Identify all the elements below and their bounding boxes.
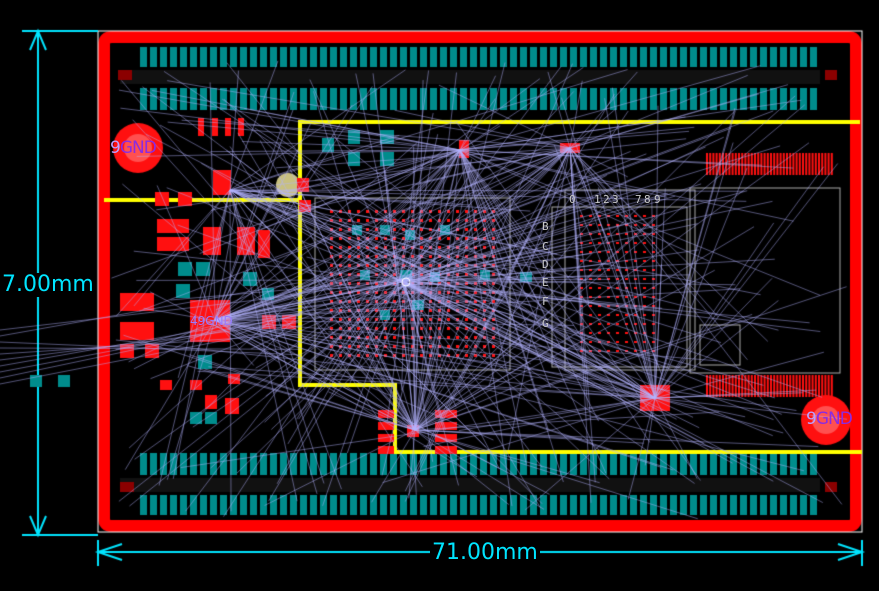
bga-col-label: 9 [654,193,661,206]
bga-row-label: D [542,258,549,271]
hole-pad-number: 9 [110,138,121,158]
bga-col-label: 7 [635,193,642,206]
width-dimension-label: 71.00mm [430,540,540,565]
hole-pad-number: 9 [806,409,817,429]
chip-pad-number: 49 [190,314,206,328]
hole-net-label: GND [119,138,157,158]
bga-row-label: G [542,317,549,330]
hole-net-label: GND [815,409,853,429]
chip-gnd-pad-label[interactable]: 49GND [190,314,233,328]
chip-net-label: GND [205,314,233,328]
bga-col-label: 2 [603,193,610,206]
bga-row-label: B [542,220,549,233]
height-dimension-label: 7.00mm [0,272,96,297]
mounting-hole-bottom-right[interactable]: 9GND [806,409,853,429]
mounting-hole-top-left[interactable]: 9GND [110,138,157,158]
bga-row-label: F [542,295,549,308]
bga-col-label: 1 [594,193,601,206]
bga-col-label: 8 [644,193,651,206]
bga-row-label: C [542,240,549,253]
bga-row-label: E [542,276,549,289]
bga-col-label: 3 [612,193,619,206]
bga-col-label: 0 [569,193,576,206]
